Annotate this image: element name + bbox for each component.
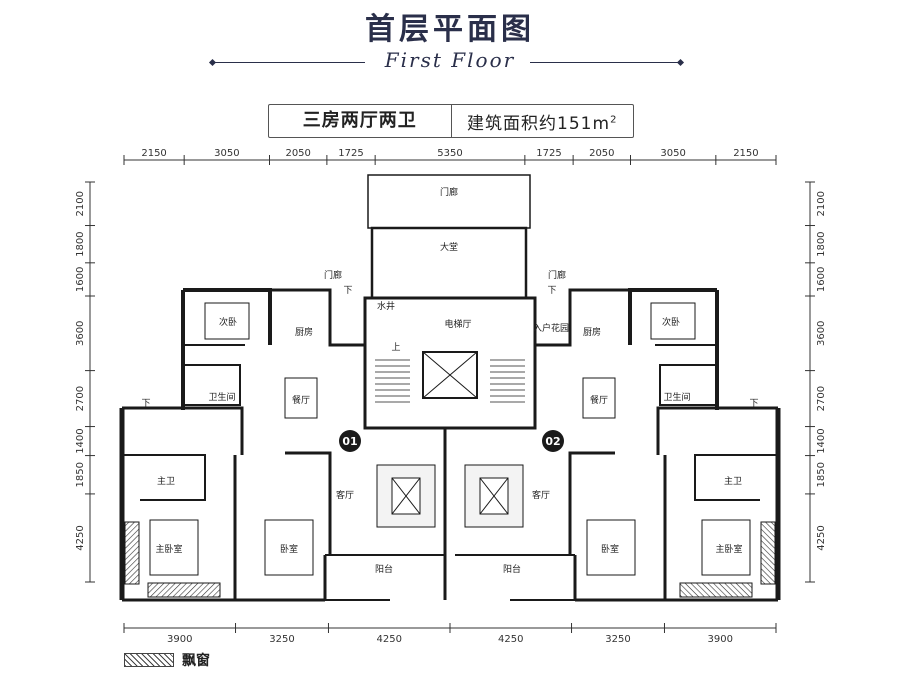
unit-02-label: 02 <box>545 435 560 448</box>
dim-top-label: 2150 <box>141 148 166 159</box>
room-entry-porch: 门廊 <box>440 186 458 198</box>
dim-left-label: 2700 <box>75 386 86 411</box>
room-master-bath-right: 主卫 <box>724 475 742 487</box>
room-master-bath-left: 主卫 <box>157 475 175 487</box>
dim-top-label: 1725 <box>338 148 363 159</box>
dim-left-label: 1400 <box>75 428 86 453</box>
dim-left-label: 1800 <box>75 231 86 256</box>
core-outline <box>363 296 537 430</box>
room-balcony-right: 阳台 <box>503 563 521 575</box>
dim-bottom-label: 4250 <box>377 634 402 645</box>
dim-right-label: 3600 <box>816 321 827 346</box>
area-label: 建筑面积约151m2 <box>467 113 618 134</box>
room-balcony-left: 阳台 <box>375 563 393 575</box>
room-master-right: 主卧室 <box>715 543 742 555</box>
dim-top-label: 2050 <box>589 148 614 159</box>
room-master-left: 主卧室 <box>155 543 182 555</box>
dim-top-label: 3050 <box>214 148 239 159</box>
dim-top-label: 2050 <box>285 148 310 159</box>
down-label-far-right: 下 <box>749 399 758 409</box>
room-elevator-hall: 电梯厅 <box>444 318 471 330</box>
unit-01-walls <box>119 288 447 602</box>
dim-right-label: 1850 <box>816 462 827 487</box>
room-dining-left: 餐厅 <box>292 394 310 406</box>
unit-02-walls <box>455 288 781 602</box>
room-lobby: 大堂 <box>440 241 458 253</box>
unit-markers: 01 02 <box>339 430 564 452</box>
dim-left-label: 1850 <box>75 462 86 487</box>
room-water-well: 水井 <box>377 300 395 312</box>
room-bedroom2-left: 次卧 <box>219 316 237 328</box>
walls <box>119 174 781 602</box>
unit-01-label: 01 <box>342 435 357 448</box>
dimension-ticks <box>85 155 815 633</box>
lobby-outline <box>370 226 528 300</box>
down-label-right: 下 <box>547 286 556 296</box>
dim-left-label: 1600 <box>75 267 86 292</box>
room-kitchen-right: 厨房 <box>583 326 601 338</box>
down-label-far-left: 下 <box>141 399 150 409</box>
dim-bottom-label: 3900 <box>708 634 733 645</box>
dim-left-label: 2100 <box>75 191 86 216</box>
dim-right-label: 1400 <box>816 428 827 453</box>
sofas <box>376 464 524 528</box>
dim-right-label: 1800 <box>816 231 827 256</box>
dimension-labels: 2150 3050 2050 1725 5350 1725 2050 3050 2150 3900… <box>75 148 827 645</box>
dining-tables <box>284 377 616 419</box>
room-bath-left: 卫生间 <box>208 391 235 403</box>
dim-left-label: 4250 <box>75 525 86 550</box>
room-dining-right: 餐厅 <box>590 394 608 406</box>
room-living-left: 客厅 <box>336 489 354 501</box>
room-living-right: 客厅 <box>532 489 550 501</box>
page-title: 首层平面图 <box>365 12 535 47</box>
dim-bottom-label: 3250 <box>269 634 294 645</box>
room-porch-right: 门廊 <box>548 269 566 281</box>
dim-top-label: 5350 <box>437 148 462 159</box>
room-porch-left: 门廊 <box>324 269 342 281</box>
dim-right-label: 2100 <box>816 191 827 216</box>
stair-markers: 上 下 下 下 下 <box>141 286 758 409</box>
dim-right-label: 4250 <box>816 525 827 550</box>
page-subtitle: First Floor <box>384 48 516 72</box>
subtitle-band: First Floor <box>0 48 900 76</box>
dim-top-label: 3050 <box>660 148 685 159</box>
unit-01-circle <box>339 430 361 452</box>
dim-bottom-label: 4250 <box>498 634 523 645</box>
dim-right-label: 2700 <box>816 386 827 411</box>
room-entry-garden: 入户花园 <box>533 322 569 334</box>
legend: 飘窗 <box>124 650 210 670</box>
stair-treads <box>375 359 525 403</box>
room-bath-right: 卫生间 <box>663 391 690 403</box>
down-label-left: 下 <box>343 286 352 296</box>
dim-bottom-label: 3250 <box>605 634 630 645</box>
unit-02-circle <box>542 430 564 452</box>
stair-up-label: 上 <box>391 342 400 353</box>
room-bedroom-right: 卧室 <box>601 543 619 555</box>
dim-bottom-label: 3900 <box>167 634 192 645</box>
dim-right-label: 1600 <box>816 267 827 292</box>
bay-window-swatch <box>124 653 174 667</box>
room-labels: 门廊 大堂 门廊 门廊 水井 电梯厅 入户花园 次卧 次卧 厨房 厨房 餐厅 餐… <box>155 186 742 575</box>
entry-porch-outline <box>367 174 531 229</box>
room-bedroom2-right: 次卧 <box>662 316 680 328</box>
dim-top-label: 2150 <box>733 148 758 159</box>
unit-info-box: 三房两厅两卫 建筑面积约151m2 <box>268 104 634 138</box>
dim-top-label: 1725 <box>536 148 561 159</box>
subtitle-rule-left <box>215 62 365 63</box>
bay-window-label: 飘窗 <box>182 653 210 669</box>
elevator-shaft <box>422 351 478 399</box>
beds <box>149 302 751 576</box>
layout-label: 三房两厅两卫 <box>269 105 452 137</box>
dim-left-label: 3600 <box>75 321 86 346</box>
subtitle-rule-right <box>530 62 680 63</box>
room-kitchen-left: 厨房 <box>295 326 313 338</box>
room-bedroom-left: 卧室 <box>280 543 298 555</box>
